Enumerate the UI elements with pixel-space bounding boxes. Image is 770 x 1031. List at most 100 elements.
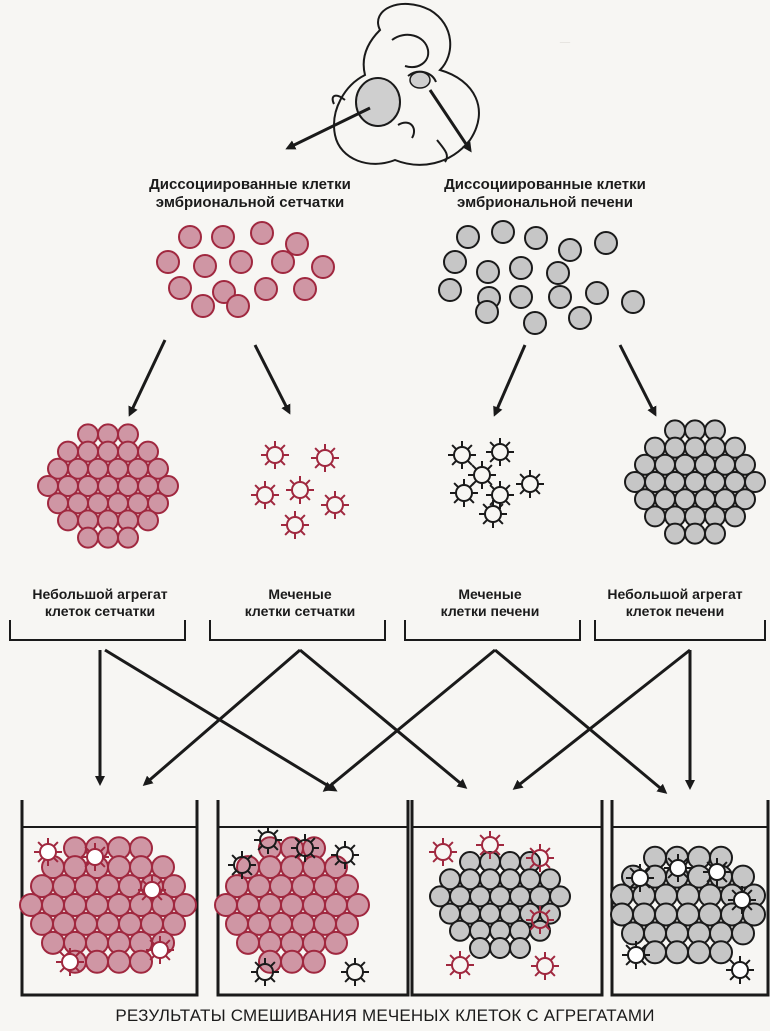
- retina-cell: [311, 255, 335, 279]
- retina-aggregate-cell: [137, 509, 159, 532]
- beaker2-labeled-cell: [291, 834, 319, 862]
- beaker3-labeled-cell: [526, 906, 554, 934]
- retina-aggregate-cell: [137, 440, 159, 463]
- retina-cell: [226, 294, 250, 318]
- liver-cell: [558, 238, 582, 262]
- retina-cell: [285, 232, 309, 256]
- label-labeled-liver: Меченые клетки печени: [440, 586, 540, 619]
- liver-cell: [456, 225, 480, 249]
- beaker2-labeled-cell: [341, 958, 369, 986]
- retina-aggregate-cell: [157, 475, 179, 497]
- beaker4-aggregate-cell: [643, 940, 667, 965]
- labeled-liver-cell: [448, 441, 476, 469]
- liver-cell: [594, 231, 618, 255]
- beaker4-aggregate-cell: [621, 921, 645, 946]
- retina-cell: [293, 277, 317, 301]
- beaker2-aggregate-cell: [335, 911, 359, 936]
- label-small-aggregate-liver: Небольшой агрегат клеток печени: [607, 586, 743, 619]
- beaker4-labeled-cell: [703, 858, 731, 886]
- beaker4-aggregate-cell: [665, 940, 689, 965]
- beaker1-labeled-cell: [138, 876, 166, 904]
- liver-cell: [491, 220, 515, 244]
- beaker2-aggregate-cell: [302, 949, 326, 974]
- embryo-liver: [409, 71, 431, 89]
- beaker3-aggregate-cell: [469, 937, 491, 959]
- beaker4-aggregate-cell: [742, 902, 766, 927]
- beaker4-labeled-cell: [622, 941, 650, 969]
- beaker-3: [410, 800, 604, 997]
- retina-cell: [156, 250, 180, 274]
- beaker3-aggregate-cell: [539, 902, 561, 925]
- beaker4-labeled-cell: [664, 854, 692, 882]
- liver-aggregate-cell: [644, 505, 666, 528]
- labeled-retina-cell: [311, 444, 339, 472]
- arrow-labeled-liver-to-beaker4: [494, 648, 668, 794]
- beaker1-aggregate-cell: [107, 949, 131, 974]
- retina-cell: [191, 294, 215, 318]
- beaker1-aggregate-cell: [85, 949, 109, 974]
- beaker1-aggregate-cell: [41, 930, 65, 955]
- liver-cell: [443, 250, 467, 274]
- liver-cell: [524, 226, 548, 250]
- results-caption: РЕЗУЛЬТАТЫ СМЕШИВАНИЯ МЕЧЕНЫХ КЛЕТОК С А…: [115, 1006, 655, 1025]
- label-dissociated-liver: Диссоциированные клетки эмбриональной пе…: [444, 176, 646, 211]
- retina-aggregate-cell: [147, 457, 169, 480]
- retina-aggregate-cell: [147, 492, 169, 515]
- beaker2-labeled-cell: [228, 851, 256, 879]
- beaker3-aggregate-cell: [489, 937, 511, 959]
- beaker3-aggregate-cell: [449, 919, 471, 942]
- retina-cell: [178, 225, 202, 249]
- retina-aggregate-cell: [97, 526, 119, 549]
- retina-aggregate-cell: [77, 526, 99, 549]
- beaker2-aggregate-cell: [280, 949, 304, 974]
- arrow-liver-labeled: [493, 344, 527, 417]
- beaker1-labeled-cell: [146, 936, 174, 964]
- liver-aggregate-cell: [664, 522, 686, 545]
- beaker3-labeled-cell: [476, 831, 504, 859]
- beaker2-aggregate-cell: [346, 893, 370, 917]
- beaker2-labeled-cell: [331, 841, 359, 869]
- arrow-retina-labeled: [253, 344, 291, 415]
- beaker4-labeled-cell: [728, 886, 756, 914]
- beaker4-aggregate-cell: [687, 940, 711, 965]
- arrow-labeled-retina-to-beaker1: [142, 648, 301, 786]
- liver-cell: [476, 260, 500, 284]
- beaker3-aggregate-cell: [549, 885, 571, 908]
- labeled-retina-cell: [251, 481, 279, 509]
- labeled-retina-cell: [261, 441, 289, 469]
- retina-cell: [229, 250, 253, 274]
- arrow-liver-aggregate: [618, 344, 657, 417]
- labeled-liver-cell: [516, 470, 544, 498]
- beaker3-labeled-cell: [526, 844, 554, 872]
- beaker1-aggregate-cell: [162, 874, 186, 899]
- liver-cell: [585, 281, 609, 305]
- beaker1-labeled-cell: [56, 948, 84, 976]
- arrow-retina-aggregate: [128, 339, 167, 417]
- beaker3-aggregate-cell: [539, 868, 561, 891]
- beaker1-labeled-cell: [34, 838, 62, 866]
- beaker3-labeled-cell: [531, 952, 559, 980]
- label-small-aggregate-retina: Небольшой агрегат клеток сетчатки: [32, 586, 168, 619]
- liver-cell: [438, 278, 462, 302]
- label-brackets: [9, 620, 766, 641]
- beaker3-labeled-cell: [446, 951, 474, 979]
- arrow-eye-to-retina: [285, 106, 371, 150]
- beaker3-labeled-cell: [429, 838, 457, 866]
- beaker4-labeled-cell: [626, 864, 654, 892]
- retina-cell: [193, 254, 217, 278]
- bleed-through-text: –: [560, 30, 570, 52]
- liver-aggregate-cell: [684, 522, 706, 545]
- beaker4-aggregate-cell: [709, 940, 733, 965]
- beaker4-labeled-cell: [726, 956, 754, 984]
- beaker3-aggregate-cell: [509, 937, 531, 959]
- retina-cell: [254, 277, 278, 301]
- liver-aggregate-cell: [744, 471, 766, 493]
- beaker2-aggregate-cell: [335, 874, 359, 899]
- arrow-liver-to-liver: [428, 89, 472, 153]
- arrow-liver-agg-to-beaker3: [512, 648, 691, 790]
- liver-aggregate-cell: [724, 505, 746, 528]
- liver-cell: [546, 261, 570, 285]
- liver-cell: [621, 290, 645, 314]
